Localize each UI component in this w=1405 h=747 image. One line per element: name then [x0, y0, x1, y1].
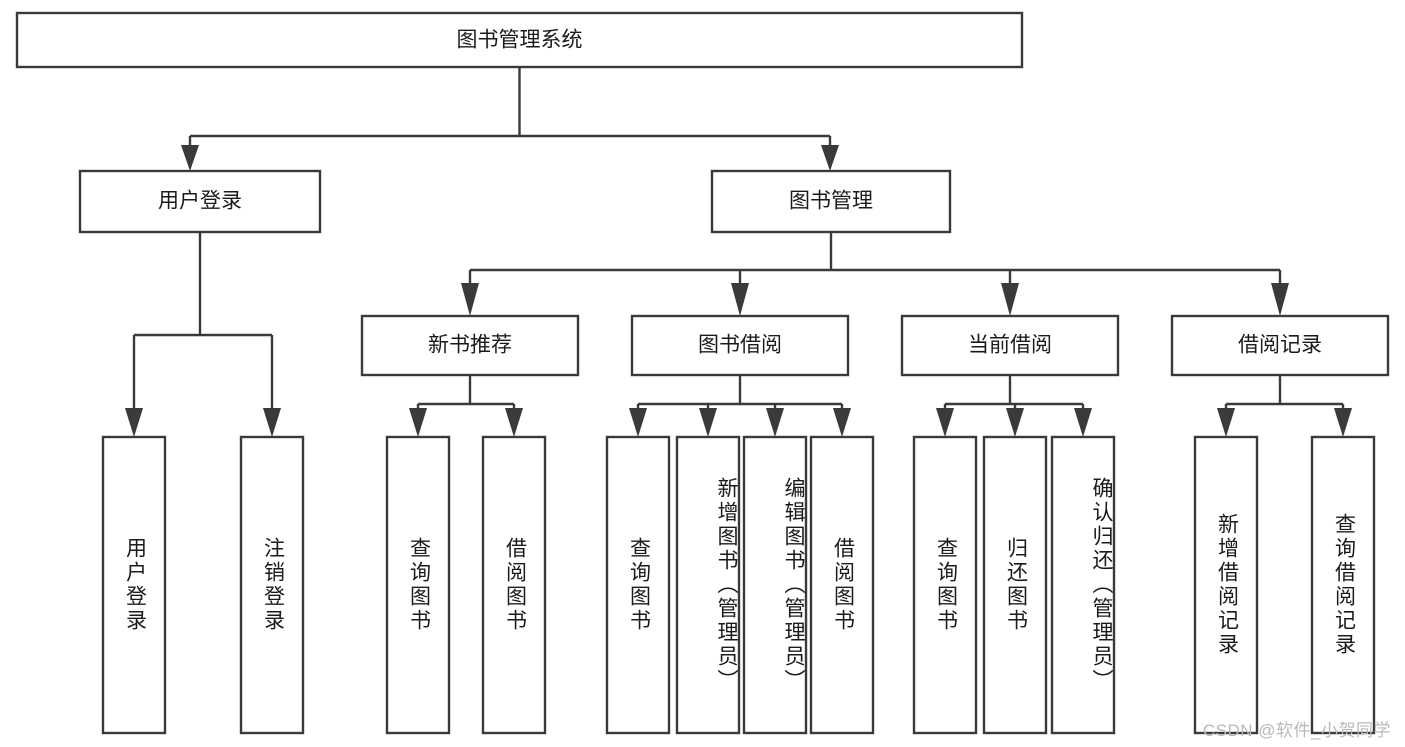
node-leaf-logout-box[interactable]	[239, 435, 305, 735]
edge-borrow-record-to-leaves	[1224, 375, 1345, 412]
node-current-borrow-label: 当前借阅	[968, 334, 1052, 357]
node-layer: 图书管理系统 用户登录 图书管理 新书推荐 图书借阅 当前	[15, 11, 1390, 735]
arrow-head-to-user-login	[181, 145, 199, 171]
arrow-head-to-leaf-return-book	[1006, 408, 1024, 437]
node-root-label: 图书管理系统	[457, 29, 583, 52]
arrow-head-to-current-borrow	[1001, 283, 1019, 316]
node-book-borrow-box[interactable]	[630, 314, 850, 377]
arrow-head-to-leaf-query-book-2	[629, 408, 647, 437]
node-leaf-return-book-box[interactable]	[982, 435, 1048, 735]
node-leaf-query-book-2-box[interactable]	[605, 435, 671, 735]
arrow-head-to-book-manage	[821, 145, 839, 171]
edge-root-to-level2	[188, 67, 832, 150]
arrow-head-to-leaf-borrow-book-1	[505, 408, 523, 437]
arrow-head-to-leaf-query-book-1	[409, 408, 427, 437]
node-root-box[interactable]	[15, 11, 1024, 69]
node-borrow-record-box[interactable]	[1170, 314, 1390, 377]
arrow-head-to-leaf-user-login	[125, 408, 143, 437]
node-leaf-query-book-3-box[interactable]	[912, 435, 978, 735]
node-leaf-user-login-box[interactable]	[101, 435, 167, 735]
node-user-login-label: 用户登录	[158, 190, 242, 213]
arrow-head-to-borrow-record	[1271, 283, 1289, 316]
edge-new-book-rec-to-leaves	[416, 375, 516, 412]
node-leaf-borrow-book-2-box[interactable]	[809, 435, 875, 735]
node-leaf-confirm-return-box[interactable]	[1050, 435, 1116, 735]
edge-book-borrow-to-leaves	[636, 375, 844, 412]
node-book-manage-label: 图书管理	[789, 190, 873, 213]
arrow-head-to-new-book-rec	[461, 283, 479, 316]
arrow-head-to-leaf-add-record	[1217, 408, 1235, 437]
edge-user-login-to-leaves	[132, 232, 274, 412]
node-user-login[interactable]: 用户登录	[78, 169, 322, 234]
csdn-watermark: CSDN @软件_小贺同学	[1202, 721, 1391, 740]
arrow-head-to-leaf-query-book-3	[936, 408, 954, 437]
node-leaf-borrow-book-1-box[interactable]	[481, 435, 547, 735]
arrow-head-to-leaf-logout	[263, 408, 281, 437]
node-leaf-edit-book-box[interactable]	[742, 435, 808, 735]
edge-current-borrow-to-leaves	[943, 375, 1085, 412]
arrow-head-to-book-borrow	[731, 283, 749, 316]
node-user-login-box[interactable]	[78, 169, 322, 234]
arrow-head-to-leaf-borrow-book-2	[833, 408, 851, 437]
node-root[interactable]: 图书管理系统	[15, 11, 1024, 69]
node-leaf-add-book-box[interactable]	[675, 435, 741, 735]
node-book-manage[interactable]: 图书管理	[710, 169, 952, 234]
node-book-manage-box[interactable]	[710, 169, 952, 234]
node-borrow-record[interactable]: 借阅记录	[1170, 314, 1390, 377]
node-current-borrow-box[interactable]	[900, 314, 1120, 377]
arrow-head-to-leaf-add-book	[699, 408, 717, 437]
arrow-head-to-leaf-confirm-return	[1074, 408, 1092, 437]
node-new-book-rec-box[interactable]	[360, 314, 580, 377]
node-new-book-rec-label: 新书推荐	[428, 334, 512, 357]
node-book-borrow-label: 图书借阅	[698, 334, 782, 357]
node-borrow-record-label: 借阅记录	[1238, 334, 1322, 357]
connector-layer	[125, 67, 1352, 437]
node-leaf-add-record-box[interactable]	[1193, 435, 1259, 735]
node-new-book-rec[interactable]: 新书推荐	[360, 314, 580, 377]
node-current-borrow[interactable]: 当前借阅	[900, 314, 1120, 377]
edge-book-manage-to-level3	[468, 232, 1282, 285]
node-leaf-query-book-1-box[interactable]	[385, 435, 451, 735]
arrow-head-to-leaf-query-record	[1334, 408, 1352, 437]
arrow-head-to-leaf-edit-book	[766, 408, 784, 437]
node-book-borrow[interactable]: 图书借阅	[630, 314, 850, 377]
node-leaf-query-record-box[interactable]	[1310, 435, 1376, 735]
